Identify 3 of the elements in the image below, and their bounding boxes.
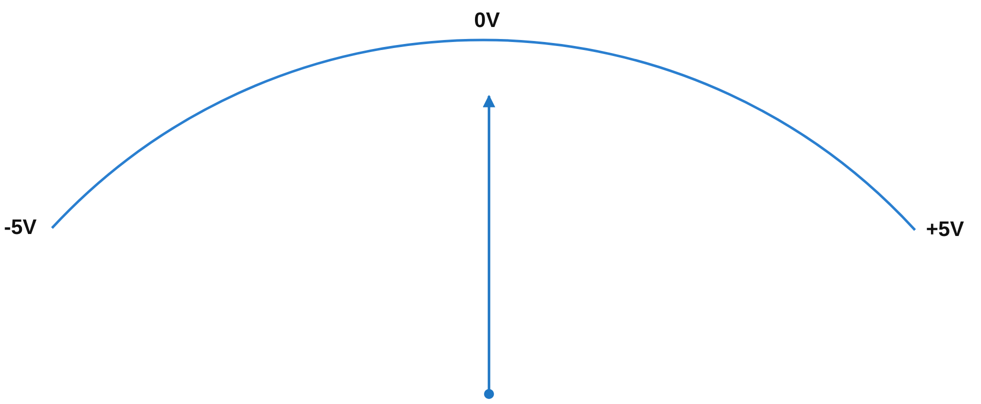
scale-label: -5V (4, 217, 37, 238)
scale-label: 0V (474, 10, 500, 31)
scale-label: +5V (926, 219, 964, 240)
